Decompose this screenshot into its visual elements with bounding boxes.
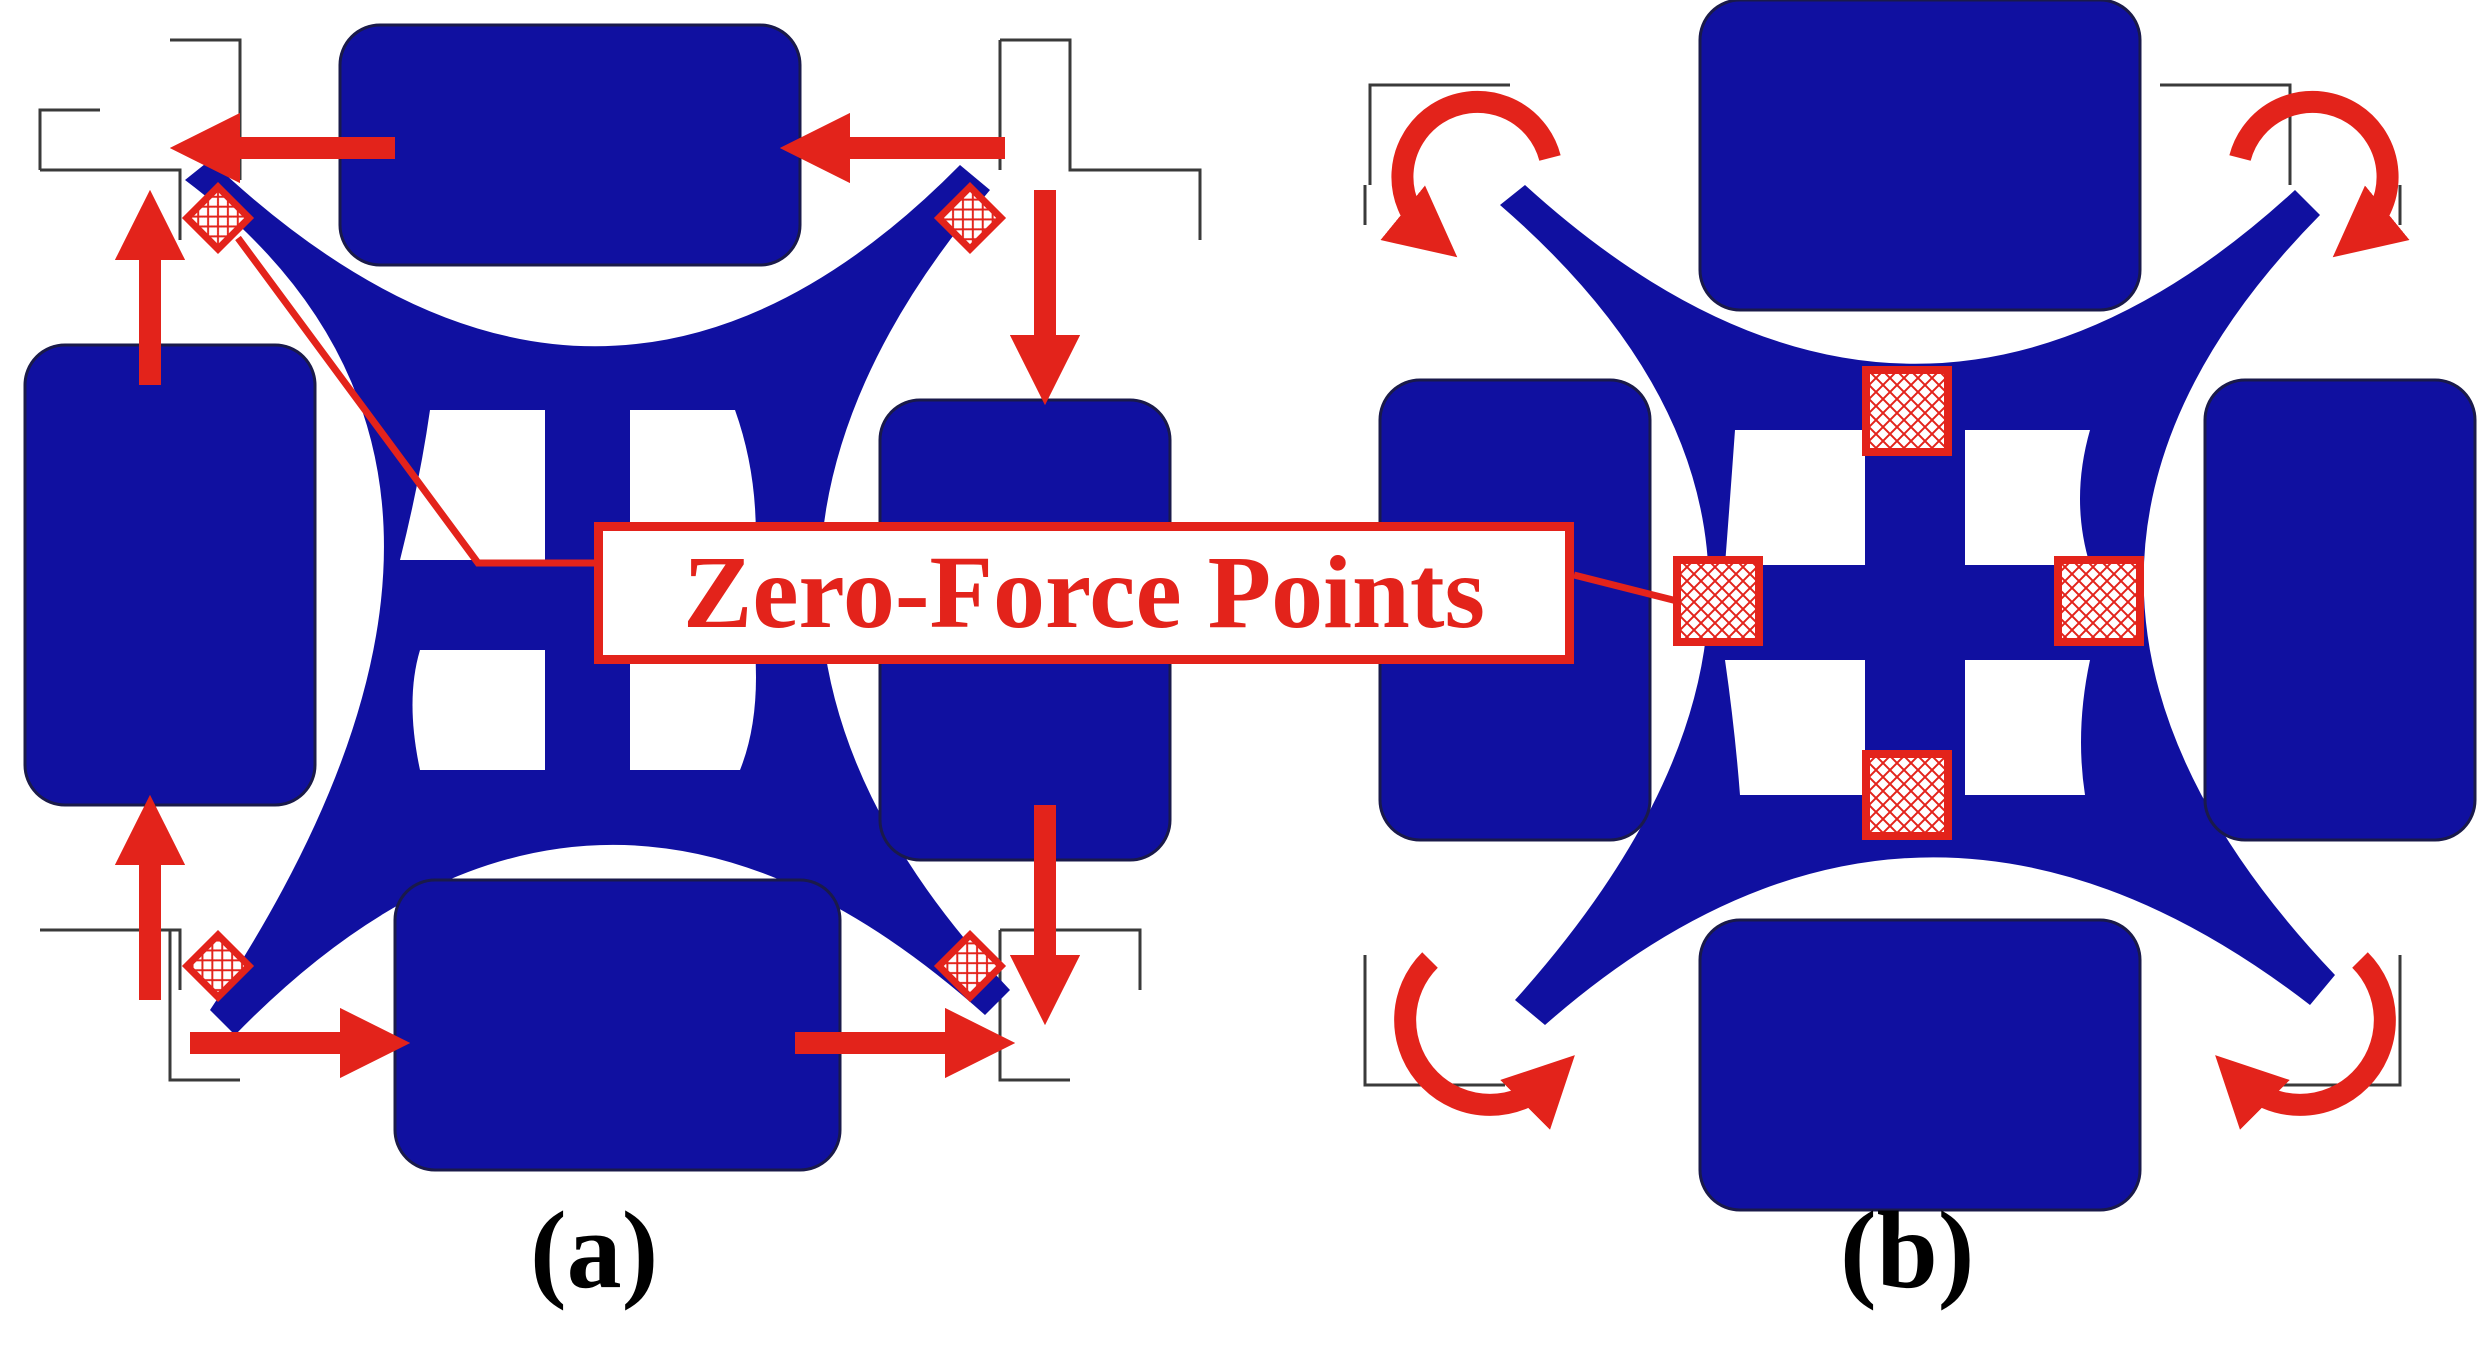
panel-b-central-frame <box>1500 185 2335 1025</box>
panel-a-force-arrows <box>114 112 1081 1079</box>
panel-a-zero-force-markers <box>181 181 1007 1003</box>
panel-b-zero-force-markers <box>1673 366 2144 840</box>
panel-label-b: (b) <box>1840 1189 1975 1311</box>
panel-b <box>1363 0 2477 1212</box>
panel-b-windows <box>1725 430 2090 795</box>
zero-force-callout: Zero-Force Points <box>594 522 1574 664</box>
panel-b-masses <box>1378 0 2477 1212</box>
panel-label-a: (a) <box>530 1189 659 1311</box>
panel-b-rotation-arrows <box>1380 90 2410 1130</box>
panel-a-masses <box>23 23 1172 1172</box>
panel-a-springs <box>38 38 1202 1082</box>
panel-b-leader-line <box>1573 571 1678 605</box>
panel-a-leader-line <box>235 235 594 567</box>
